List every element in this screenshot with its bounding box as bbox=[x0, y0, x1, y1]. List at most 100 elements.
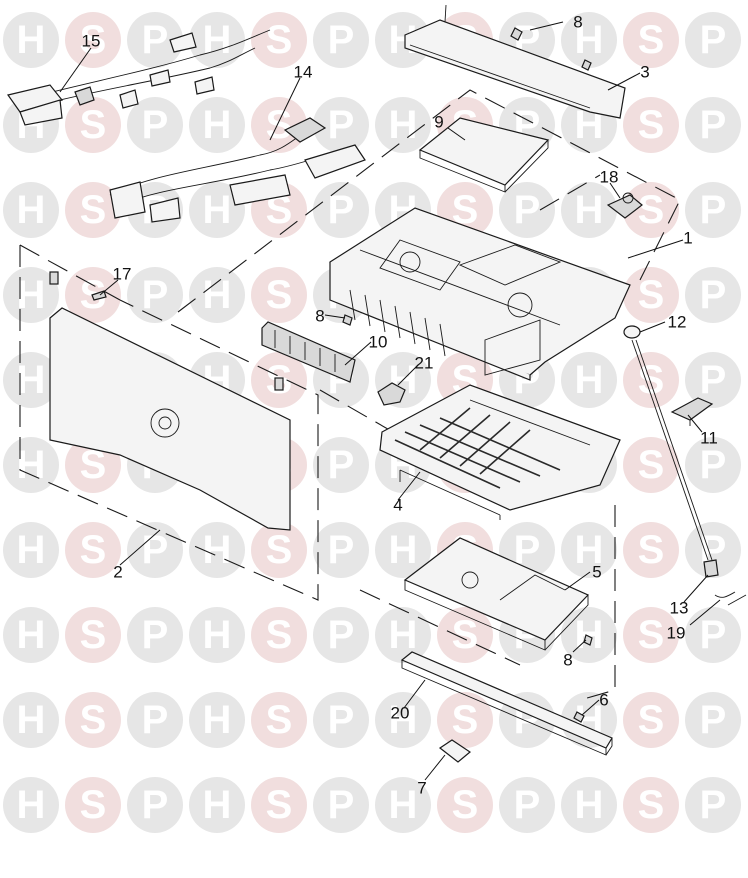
watermark-letter: P bbox=[700, 443, 727, 487]
watermark-circle bbox=[375, 97, 431, 153]
watermark-letter: H bbox=[203, 103, 232, 147]
watermark-circle bbox=[189, 182, 245, 238]
watermark-circle bbox=[127, 692, 183, 748]
watermark-circle bbox=[313, 692, 369, 748]
watermark-letter: H bbox=[17, 358, 46, 402]
watermark-letter: H bbox=[203, 273, 232, 317]
watermark-letter: H bbox=[17, 443, 46, 487]
watermark-letter: H bbox=[17, 18, 46, 62]
watermark-letter: H bbox=[17, 783, 46, 827]
part-10-terminal-block bbox=[261, 321, 356, 383]
watermark-circle bbox=[65, 182, 121, 238]
callout-12: 12 bbox=[668, 313, 687, 332]
watermark-letter: S bbox=[80, 528, 107, 572]
watermark-circle bbox=[685, 777, 741, 833]
watermark-circle bbox=[375, 522, 431, 578]
watermark-letter: S bbox=[638, 188, 665, 232]
watermark-circle bbox=[3, 522, 59, 578]
watermark-circle bbox=[65, 692, 121, 748]
watermark-circle bbox=[313, 12, 369, 68]
watermark-circle bbox=[561, 182, 617, 238]
watermark-letter: P bbox=[142, 273, 169, 317]
callout-17: 17 bbox=[113, 265, 132, 284]
callout-4: 4 bbox=[393, 496, 402, 515]
watermark-circle bbox=[623, 267, 679, 323]
watermark-letter: S bbox=[80, 188, 107, 232]
watermark-letter: H bbox=[575, 613, 604, 657]
watermark-letter: H bbox=[203, 188, 232, 232]
callout-2: 2 bbox=[113, 563, 122, 582]
watermark-circle bbox=[437, 692, 493, 748]
part-5-lower-tray bbox=[403, 537, 590, 651]
watermark-circle bbox=[623, 522, 679, 578]
watermark-circle bbox=[437, 607, 493, 663]
watermark-circle bbox=[437, 777, 493, 833]
watermark-circle bbox=[251, 97, 307, 153]
watermark-letter: S bbox=[452, 698, 479, 742]
watermark-circle bbox=[623, 97, 679, 153]
watermark-circle bbox=[623, 607, 679, 663]
watermark-circle bbox=[65, 777, 121, 833]
watermark-circle bbox=[189, 522, 245, 578]
watermark-letter: H bbox=[17, 188, 46, 232]
watermark-letter: S bbox=[80, 698, 107, 742]
watermark-circle bbox=[375, 607, 431, 663]
callout-20: 20 bbox=[391, 704, 410, 723]
small-clips bbox=[49, 271, 284, 391]
watermark-circle bbox=[561, 522, 617, 578]
callout-8-top: 8 bbox=[573, 13, 582, 32]
part-3-top-cover bbox=[404, 4, 626, 119]
watermark-letter: P bbox=[142, 18, 169, 62]
watermark-circle bbox=[313, 777, 369, 833]
watermark-circle bbox=[127, 522, 183, 578]
part-12-probe bbox=[623, 325, 713, 561]
watermark-circle bbox=[685, 522, 741, 578]
watermark-letter: H bbox=[203, 613, 232, 657]
watermark-letter: H bbox=[575, 358, 604, 402]
callout-8-middle: 8 bbox=[315, 307, 324, 326]
watermark-letter: S bbox=[266, 103, 293, 147]
watermark-letter: S bbox=[638, 783, 665, 827]
callout-18: 18 bbox=[600, 168, 619, 187]
watermark-circle bbox=[685, 437, 741, 493]
watermark-letter: S bbox=[638, 528, 665, 572]
callout-6: 6 bbox=[599, 691, 608, 710]
watermark-circle bbox=[685, 12, 741, 68]
watermark-letter: S bbox=[638, 613, 665, 657]
watermark-letter: S bbox=[80, 613, 107, 657]
watermark-circle bbox=[685, 182, 741, 238]
part-14-wiring-harness bbox=[109, 117, 366, 223]
watermark-circle bbox=[623, 182, 679, 238]
watermark-circle bbox=[375, 692, 431, 748]
watermark-letter: P bbox=[328, 103, 355, 147]
callout-9: 9 bbox=[434, 113, 443, 132]
watermark-circle bbox=[251, 522, 307, 578]
watermark-circle bbox=[685, 352, 741, 408]
part-6-8-screws-lower bbox=[342, 314, 593, 723]
watermark-letter: S bbox=[452, 783, 479, 827]
watermark-letter: H bbox=[575, 188, 604, 232]
watermark-circle bbox=[313, 182, 369, 238]
watermark-circle bbox=[623, 692, 679, 748]
watermark-letter: S bbox=[638, 18, 665, 62]
watermark-letter: H bbox=[389, 528, 418, 572]
watermark-circle bbox=[189, 607, 245, 663]
watermark-letter: S bbox=[266, 698, 293, 742]
part-21-connector bbox=[377, 382, 406, 406]
watermark-circle bbox=[313, 437, 369, 493]
watermark-circle bbox=[3, 777, 59, 833]
part-7-clip bbox=[438, 739, 472, 763]
watermark-circle bbox=[127, 607, 183, 663]
watermark-circle bbox=[561, 352, 617, 408]
watermark-letter: H bbox=[17, 273, 46, 317]
watermark-circle bbox=[375, 777, 431, 833]
watermark-letter: S bbox=[638, 698, 665, 742]
part-1-main-housing bbox=[329, 207, 631, 381]
watermark-letter: H bbox=[575, 18, 604, 62]
watermark-circle bbox=[189, 97, 245, 153]
watermark-letter: H bbox=[203, 18, 232, 62]
callout-13: 13 bbox=[670, 599, 689, 618]
watermark-letter: H bbox=[203, 698, 232, 742]
watermark-circle bbox=[189, 777, 245, 833]
watermark-circle bbox=[251, 607, 307, 663]
